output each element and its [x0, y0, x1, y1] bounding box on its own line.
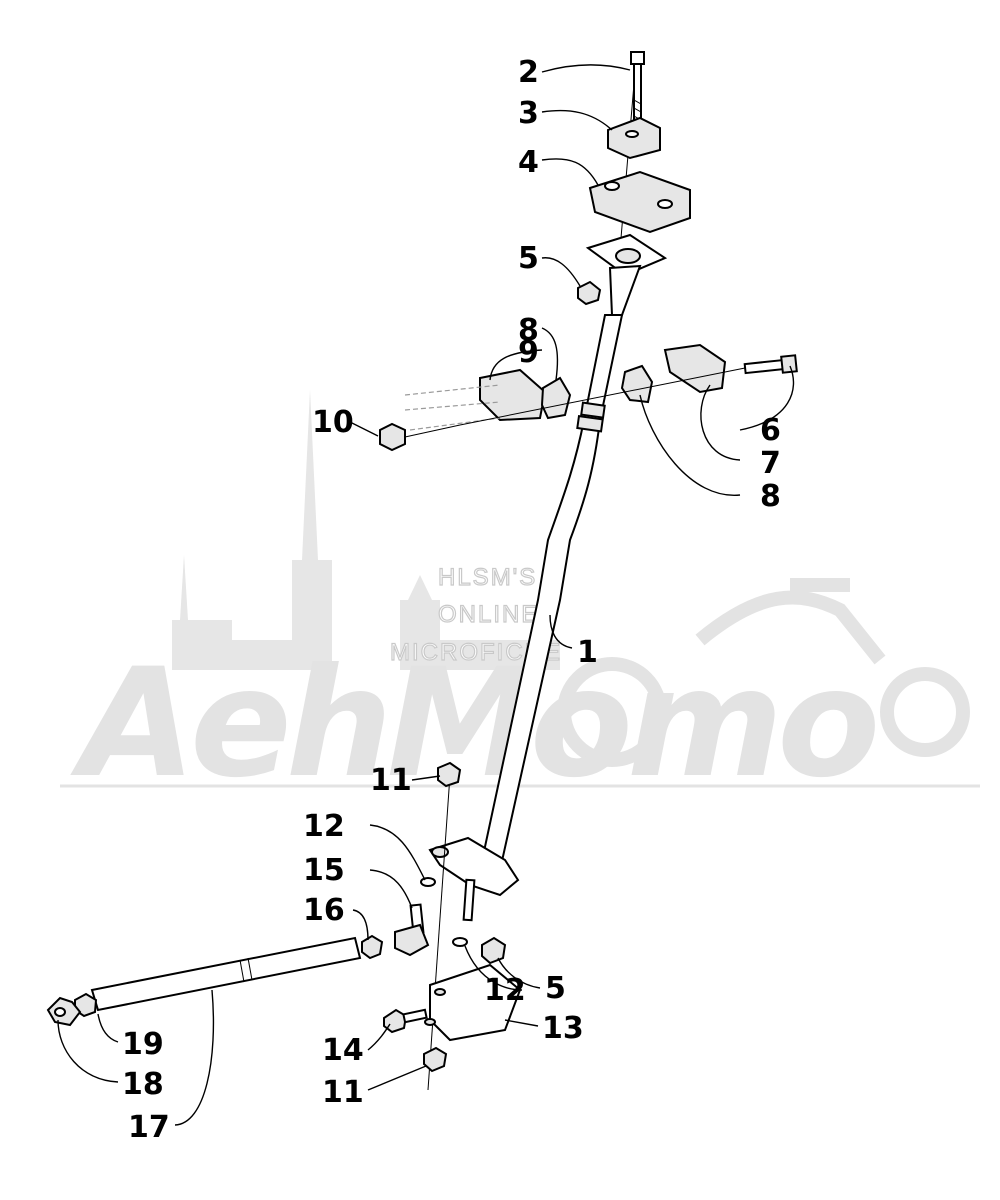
bushing-part-8-right [620, 364, 654, 404]
leader-lines [57, 64, 795, 1126]
bolt-part-2 [630, 51, 645, 135]
watermark-logo: AehMomo [70, 637, 875, 811]
watermark: AehMomo HLSM'S ONLINE MICROFICHE [60, 390, 980, 811]
callout-11-upper: 11 [370, 763, 412, 798]
tie-rod-part-17 [90, 936, 362, 1012]
callout-16: 16 [303, 893, 345, 928]
callout-5-upper: 5 [518, 241, 539, 276]
callout-17: 17 [128, 1110, 170, 1145]
callout-15: 15 [303, 853, 345, 888]
watermark-motorcycle [557, 578, 970, 767]
bushing-part-8-left [540, 376, 572, 420]
parts-drawing [46, 51, 798, 1091]
column-top-plate [585, 233, 668, 316]
callout-5-lower: 5 [545, 971, 566, 1006]
callout-8-right: 8 [760, 479, 781, 514]
callout-19: 19 [122, 1027, 164, 1062]
callout-8-left: 8 [518, 313, 539, 348]
bolt-part-14 [383, 1008, 428, 1034]
callout-11-lower: 11 [322, 1075, 364, 1110]
handlebar-clamp-part-7 [663, 343, 727, 394]
handlebar-clamp-part-9 [479, 368, 547, 422]
nut-part-5-upper [577, 280, 602, 306]
nut-part-10 [379, 422, 461, 452]
callout-13: 13 [542, 1011, 584, 1046]
callout-7: 7 [760, 446, 781, 481]
callout-14: 14 [322, 1033, 364, 1068]
tie-rod-end-part-16 [361, 923, 430, 960]
callout-12-upper: 12 [303, 809, 345, 844]
nut-part-5-lower [481, 936, 507, 965]
callout-3: 3 [518, 96, 539, 131]
callout-6: 6 [760, 413, 781, 448]
callout-10: 10 [312, 405, 354, 440]
callout-labels: 2 3 4 5 8 9 10 6 7 8 1 11 12 15 16 12 5 … [122, 55, 781, 1145]
watermark-line-1: HLSM'S [438, 564, 537, 591]
watermark-line-2: ONLINE [438, 601, 539, 628]
callout-4: 4 [518, 145, 539, 180]
washer-part-12-lower [452, 937, 468, 947]
clamp-block-part-4 [588, 170, 691, 234]
callout-2: 2 [518, 55, 539, 90]
nut-part-11-lower [423, 1046, 448, 1073]
watermark-skyline [172, 390, 560, 670]
clamp-cap-part-3 [607, 116, 661, 160]
nut-part-11-upper [437, 761, 462, 788]
callout-18: 18 [122, 1067, 164, 1102]
bolt-part-6 [743, 354, 798, 375]
callout-1: 1 [577, 635, 598, 670]
washer-part-12-upper [420, 877, 436, 887]
tie-rod-end-part-18 [46, 996, 82, 1027]
callout-12-lower: 12 [484, 973, 526, 1008]
callout-9: 9 [518, 335, 539, 370]
steering-arm [428, 836, 520, 922]
